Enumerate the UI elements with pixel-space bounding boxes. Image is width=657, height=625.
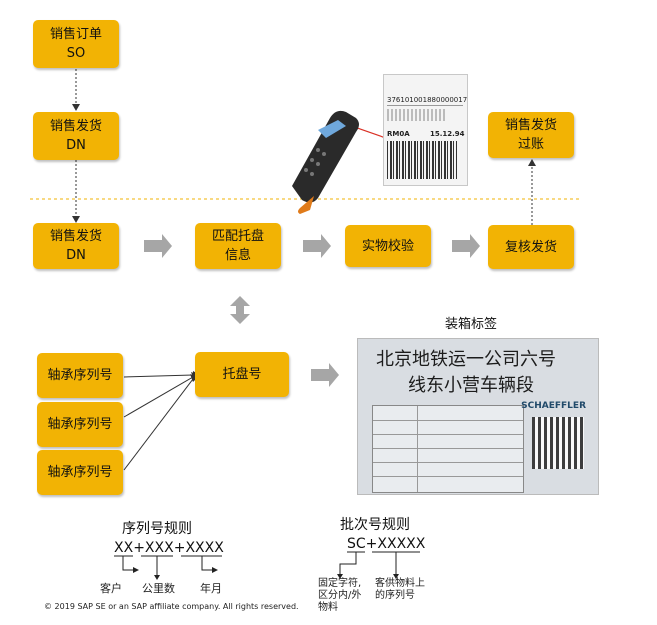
arrow-pallet-label — [311, 363, 339, 387]
photo-table — [372, 405, 524, 493]
serial-plus-2: + — [173, 540, 186, 556]
batch-part-sc: SC — [347, 536, 366, 552]
qr-code-icon — [532, 417, 584, 469]
serial-part-customer: 客户 — [100, 582, 122, 595]
serial-part-xx: XX — [114, 540, 134, 556]
box-bearing-serial-2-label: 轴承序列号 — [47, 417, 113, 432]
photo-line1: 北京地铁运一公司六号 — [376, 349, 556, 370]
serial-part-yearmonth: 年月 — [200, 582, 222, 595]
batch-plus: + — [365, 536, 378, 552]
serial-rule-formula: XX+XXX+XXXX — [114, 540, 224, 556]
batch-rule-title: 批次号规则 — [340, 517, 410, 533]
box-physical-verify[interactable]: 实物校验 — [345, 225, 431, 267]
box-bearing-serial-3[interactable]: 轴承序列号 — [37, 450, 123, 495]
box-delivery-note-top-line1: 销售发货 — [49, 119, 102, 134]
line-bearing1-pallet — [123, 374, 194, 378]
box-match-pallet-line1: 匹配托盘 — [211, 229, 264, 244]
box-bearing-serial-2[interactable]: 轴承序列号 — [37, 402, 123, 447]
copyright-notice: © 2019 SAP SE or an SAP affiliate compan… — [44, 602, 299, 611]
batch-part-fixed-line1: 固定字符, — [318, 578, 362, 589]
box-delivery-note-top[interactable]: 销售发货 DN — [33, 112, 119, 160]
serial-part-mileage: 公里数 — [142, 582, 175, 595]
box-recheck-ship-label: 复核发货 — [504, 239, 557, 255]
serial-part-xxx: XXX — [144, 540, 174, 556]
arrowhead-recheck-posting — [528, 159, 536, 166]
serial-rule-title: 序列号规则 — [122, 521, 192, 537]
box-match-pallet[interactable]: 匹配托盘 信息 — [195, 223, 281, 269]
photo-brand: SCHAEFFLER — [521, 401, 586, 411]
box-delivery-posting-line2: 过账 — [517, 137, 544, 152]
photo-line2: 线东小营车辆段 — [408, 375, 534, 396]
arrowhead-so-dn — [72, 104, 80, 111]
box-physical-verify-label: 实物校验 — [361, 238, 414, 254]
box-delivery-note-mid-line2: DN — [66, 248, 86, 263]
arrowhead-dn-dn — [72, 216, 80, 223]
box-bearing-serial-3-label: 轴承序列号 — [47, 465, 113, 480]
box-match-pallet-line2: 信息 — [224, 248, 251, 263]
arrow-match-verify — [303, 234, 331, 258]
packing-label-title: 装箱标签 — [445, 317, 498, 332]
double-arrow-match-pallet — [230, 296, 250, 324]
batch-part-fixed-line2: 区分内/外 — [318, 590, 362, 601]
serial-plus-1: + — [133, 540, 145, 556]
batch-part-customer-serial-line1: 客供物料上 — [375, 578, 425, 589]
box-pallet-number-label: 托盘号 — [222, 367, 262, 382]
label-code: 376101001880000017 — [387, 96, 468, 104]
packing-label-photo: 北京地铁运一公司六号 线东小营车辆段 SCHAEFFLER — [357, 338, 599, 495]
arrow-dn-match — [144, 234, 172, 258]
box-sales-order-line2: SO — [66, 46, 86, 61]
label-date: 15.12.94 — [430, 130, 465, 138]
box-delivery-posting[interactable]: 销售发货 过账 — [488, 112, 574, 158]
label-row2: RM0A — [387, 130, 410, 138]
box-recheck-ship[interactable]: 复核发货 — [488, 225, 574, 269]
box-bearing-serial-1[interactable]: 轴承序列号 — [37, 353, 123, 398]
line-bearing2-pallet — [123, 376, 194, 418]
batch-part-fixed: 固定字符, 区分内/外 物料 — [318, 578, 361, 614]
batch-rule-formula: SC+XXXXX — [347, 536, 425, 552]
arrow-verify-recheck — [452, 234, 480, 258]
box-pallet-number[interactable]: 托盘号 — [195, 352, 289, 397]
box-delivery-note-top-line2: DN — [66, 138, 86, 153]
box-delivery-posting-line1: 销售发货 — [504, 118, 557, 133]
batch-part-customer-serial-line2: 的序列号 — [375, 590, 415, 601]
batch-part-xxxxx: XXXXX — [377, 536, 426, 552]
shipping-label-image: 376101001880000017 RM0A 15.12.94 — [383, 74, 468, 186]
handheld-scanner-icon — [292, 110, 359, 214]
batch-part-fixed-line3: 物料 — [318, 602, 338, 613]
batch-part-customer-serial: 客供物料上 的序列号 — [375, 578, 425, 602]
box-sales-order[interactable]: 销售订单 SO — [33, 20, 119, 68]
barcode-icon — [387, 141, 457, 179]
box-delivery-note-mid[interactable]: 销售发货 DN — [33, 223, 119, 269]
serial-part-xxxx: XXXX — [185, 540, 224, 556]
box-bearing-serial-1-label: 轴承序列号 — [47, 368, 113, 383]
box-sales-order-line1: 销售订单 — [49, 27, 102, 42]
box-delivery-note-mid-line1: 销售发货 — [49, 229, 102, 244]
line-bearing3-pallet — [123, 378, 194, 471]
